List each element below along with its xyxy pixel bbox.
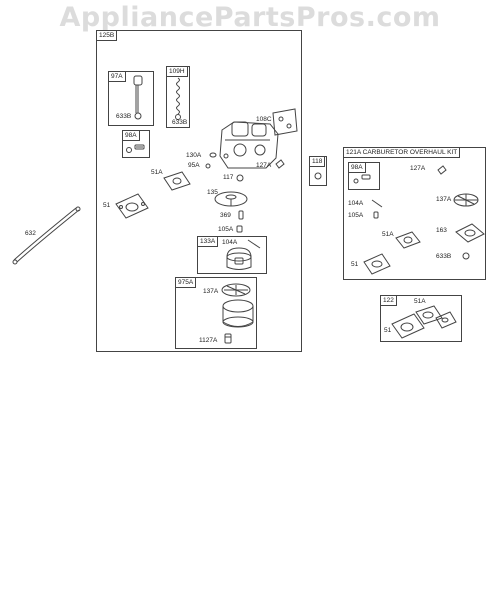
label-369: 369 <box>220 212 231 219</box>
overhaul-kit-tag: 121A CARBURETOR OVERHAUL KIT <box>344 148 461 158</box>
part-133A-box[interactable]: 133A <box>197 236 267 274</box>
needle-104A-icon[interactable] <box>248 240 260 248</box>
part-109H-tag: 109H <box>167 67 188 77</box>
diaphragm-137A-icon[interactable] <box>222 284 250 296</box>
link-rod-97A-icon[interactable] <box>134 76 142 119</box>
kit-98A-tag: 98A <box>349 163 366 173</box>
gasket-51A-icon[interactable] <box>164 172 190 190</box>
kit-98A-box[interactable]: 98A <box>348 162 380 190</box>
kit-label-104A: 104A <box>348 200 364 207</box>
screw-95A-icon[interactable] <box>206 164 210 168</box>
label-108C: 108C <box>256 116 272 123</box>
part-109H-box[interactable]: 109H <box>166 66 190 128</box>
screw-105A-icon[interactable] <box>237 226 242 232</box>
screw-98A-icon[interactable] <box>127 145 145 153</box>
label-104A: 104A <box>222 239 238 246</box>
part-98A-tag: 98A <box>123 131 140 141</box>
gasket-kit-label-51A: 51A <box>414 298 426 305</box>
part-118-icon[interactable] <box>315 173 321 179</box>
label-1127A: 1127A <box>199 337 218 344</box>
kit-ring-633B-icon[interactable] <box>463 253 469 259</box>
label-632: 632 <box>25 230 36 237</box>
assembly-tag: 125B <box>97 31 118 41</box>
seal-127A-icon[interactable] <box>276 160 284 168</box>
gasket-kit-box[interactable]: 122 <box>380 295 462 342</box>
kit-label-633B: 633B <box>436 253 452 260</box>
kit-screw-98A-icon[interactable] <box>354 175 370 183</box>
overhaul-kit-box[interactable]: 121A CARBURETOR OVERHAUL KIT <box>343 147 486 280</box>
part-97A-box[interactable]: 97A <box>108 71 154 126</box>
governor-spring-109H-icon[interactable] <box>176 78 181 120</box>
kit-screw-105A-icon[interactable] <box>374 212 378 218</box>
part-133A-tag: 133A <box>198 237 219 247</box>
link-632-icon[interactable] <box>13 207 80 264</box>
kit-gasket-51A-icon[interactable] <box>396 232 420 248</box>
part-975A-tag: 975A <box>176 278 197 288</box>
gasket-kit-label-51: 51 <box>384 327 392 334</box>
gasket-kit-tag: 122 <box>381 296 397 306</box>
carburetor-body-icon[interactable] <box>220 122 278 168</box>
site-watermark: AppliancePartsPros.com <box>59 2 441 33</box>
gasket-108C-icon[interactable] <box>273 109 297 135</box>
gasket-kit-51A-icon[interactable] <box>416 306 442 324</box>
part-97A-tag: 97A <box>109 72 126 82</box>
label-127A: 127A <box>256 162 272 169</box>
kit-label-51: 51 <box>351 261 359 268</box>
label-633B-a: 633B <box>116 113 132 120</box>
part-975A-box[interactable]: 975A <box>175 277 257 349</box>
label-95A: 95A <box>188 162 200 169</box>
float-bowl-133A-icon[interactable] <box>227 248 251 270</box>
label-135: 135 <box>207 189 218 196</box>
label-105A: 105A <box>218 226 234 233</box>
kit-label-137A: 137A <box>436 196 452 203</box>
kit-seal-127A-icon[interactable] <box>438 166 446 174</box>
label-137A: 137A <box>203 288 219 295</box>
kit-label-105A: 105A <box>348 212 364 219</box>
washer-130A-icon[interactable] <box>210 153 216 157</box>
part-98A-box[interactable]: 98A <box>122 130 150 158</box>
label-51: 51 <box>103 202 111 209</box>
float-135-icon[interactable] <box>215 192 247 206</box>
label-51A: 51A <box>151 169 163 176</box>
kit-label-51A: 51A <box>382 231 394 238</box>
kit-diaphragm-137A-icon[interactable] <box>454 194 478 206</box>
part-118-box[interactable]: 118 <box>309 156 327 186</box>
kit-label-127A: 127A <box>410 165 426 172</box>
gasket-kit-51-icon[interactable] <box>392 314 424 338</box>
pin-369-icon[interactable] <box>239 211 243 219</box>
label-117: 117 <box>223 174 234 181</box>
gasket-kit-extra-icon[interactable] <box>436 312 456 328</box>
gasket-51-icon[interactable] <box>116 194 148 218</box>
bowl-975A-icon[interactable] <box>223 300 253 327</box>
label-130A: 130A <box>186 152 202 159</box>
label-633B-b: 633B <box>172 119 188 126</box>
jet-117-icon[interactable] <box>237 175 243 181</box>
kit-gasket-51-icon[interactable] <box>364 254 390 274</box>
kit-needle-104A-icon[interactable] <box>372 200 382 207</box>
kit-label-163: 163 <box>436 227 447 234</box>
screw-1127A-icon[interactable] <box>225 334 231 343</box>
kit-gasket-163-icon[interactable] <box>456 224 484 242</box>
part-118-tag: 118 <box>310 157 326 167</box>
